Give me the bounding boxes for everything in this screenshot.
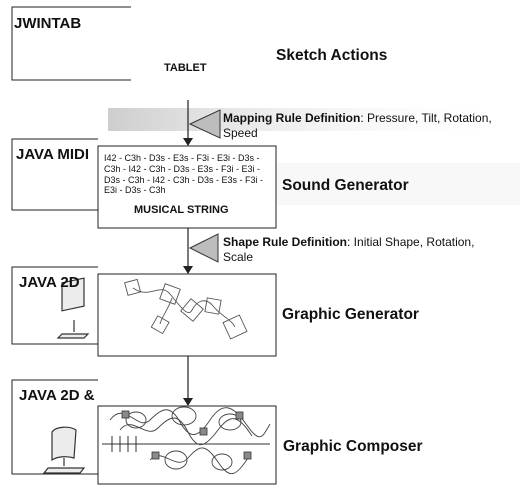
musical-sequence: I42 - C3h - D3s - E3s - F3i - E3i - D3s … [104,153,264,196]
monitor-icon-composer [42,426,86,474]
graphic-generator-box [97,273,277,357]
composer-ticks [111,436,137,452]
shape-rule-triangle-icon [188,233,219,263]
shape-rule-text: Shape Rule Definition: Initial Shape, Ro… [223,235,474,250]
monitor-icon [56,277,90,339]
sound-generator-band [275,163,520,205]
graphic-composer-label: Graphic Composer [283,438,423,455]
jwintab-label: JWINTAB [14,15,82,32]
musical-string-label: MUSICAL STRING [134,204,229,216]
mapping-rule-title: Mapping Rule Definition [223,111,361,125]
graphic-generator-label: Graphic Generator [282,306,419,323]
java-midi-box [11,138,98,211]
flow-arrow-head-tablet [183,138,193,146]
mapping-rule-triangle-icon [188,109,221,139]
shape-rule-params-cont: Scale [223,250,254,264]
java-2d-label: JAVA 2D [19,274,80,291]
flow-arrow-head-sound [183,266,193,274]
java-midi-label: JAVA MIDI [16,146,90,163]
shape-rule-params: : Initial Shape, Rotation, [347,235,475,249]
shape-rule-title: Shape Rule Definition [223,235,348,249]
sound-generator-box [97,145,277,229]
sound-generator-label: Sound Generator [282,177,409,194]
java-2d-box [11,266,98,345]
java-2d-composer-box [11,379,98,475]
sketch-actions-label: Sketch Actions [276,47,388,64]
mapping-rule-params: : Pressure, Tilt, Rotation, [360,111,492,125]
mapping-rule-params-cont: Speed [223,126,258,140]
composer-shapes [109,406,271,474]
tablet-label: TABLET [164,62,207,74]
flow-arrow-head-graphic [183,398,193,406]
jwintab-box [11,6,131,81]
composer-squares [121,410,252,460]
graphic-generator-shapes [124,278,248,340]
mapping-rule-text: Mapping Rule Definition: Pressure, Tilt,… [223,111,492,126]
java-2d-composer-label: JAVA 2D & [19,387,95,404]
